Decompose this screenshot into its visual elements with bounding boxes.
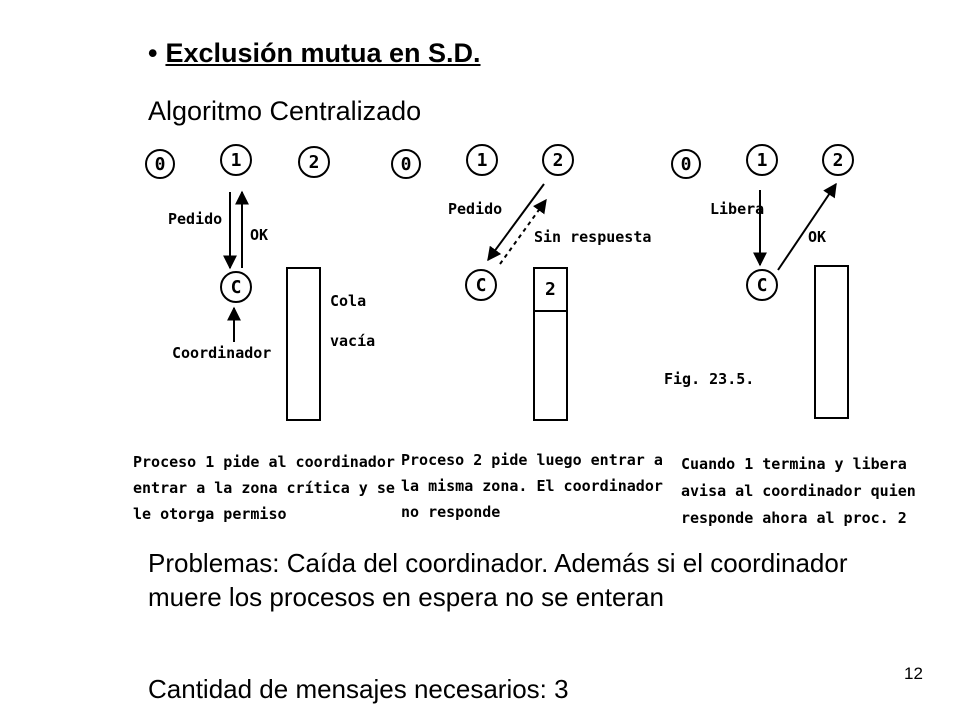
panel-3-caption-line-2: avisa al coordinador quien — [681, 482, 916, 500]
page-number: 12 — [904, 664, 923, 683]
coordinator-node — [465, 269, 497, 301]
no-reply-dashed-arrow — [499, 198, 547, 265]
process-2-node — [822, 144, 854, 176]
coordinator-caption-label: Coordinador — [172, 344, 271, 362]
messages-text: Cantidad de mensajes necesarios: 3 — [148, 674, 569, 704]
process-1-node — [466, 144, 498, 176]
release-label: Libera — [710, 200, 764, 218]
slide-subtitle: Algoritmo Centralizado — [148, 96, 422, 126]
process-2-label: 2 — [309, 152, 320, 173]
process-0-node — [391, 149, 421, 179]
panel-3-caption-line-3: responde ahora al proc. 2 — [681, 509, 907, 527]
queue-label: Cola — [330, 292, 366, 310]
process-1-label: 1 — [757, 150, 768, 171]
process-0-label: 0 — [155, 154, 166, 175]
process-2-node — [298, 146, 330, 178]
request-label: Pedido — [168, 210, 222, 228]
queue-box — [814, 265, 849, 419]
ok-arrow — [777, 182, 837, 271]
coordinator-label: C — [231, 277, 242, 298]
process-0-node — [145, 149, 175, 179]
panel-2-caption-line-1: Proceso 2 pide luego entrar a — [401, 451, 663, 469]
process-0-label: 0 — [401, 154, 412, 175]
process-0-label: 0 — [681, 154, 692, 175]
process-1-node — [220, 144, 252, 176]
title-bullet: • — [148, 38, 158, 68]
panel-2-caption-line-3: no responde — [401, 503, 500, 521]
panel-2-caption-line-2: la misma zona. El coordinador — [401, 477, 663, 495]
coordinator-label: C — [757, 275, 768, 296]
request-arrow — [487, 183, 545, 262]
ok-label: OK — [250, 226, 268, 244]
process-2-label: 2 — [833, 150, 844, 171]
process-2-node — [542, 144, 574, 176]
panel-3-caption-line-1: Cuando 1 termina y libera — [681, 455, 907, 473]
panel-1-caption-line-2: entrar a la zona crítica y se — [133, 479, 395, 497]
process-1-node — [746, 144, 778, 176]
panel-1: 0 1 2 C Pedido OK Coordinador Cola vacía… — [133, 144, 395, 523]
empty-queue-box — [286, 267, 321, 421]
panel-1-caption-line-3: le otorga permiso — [133, 505, 287, 523]
queue-empty-label: vacía — [330, 332, 375, 350]
title-text: Exclusión mutua en S.D. — [165, 38, 481, 68]
process-0-node — [671, 149, 701, 179]
no-reply-label: Sin respuesta — [534, 228, 651, 246]
panel-1-caption-line-1: Proceso 1 pide al coordinador — [133, 453, 395, 471]
queue-item-label: 2 — [545, 279, 556, 300]
ok-label: OK — [808, 228, 826, 246]
figure-label: Fig. 23.5. — [664, 370, 754, 388]
process-2-label: 2 — [553, 150, 564, 171]
coordinator-label: C — [476, 275, 487, 296]
process-1-label: 1 — [477, 150, 488, 171]
problems-text: Problemas: Caída del coordinador. Además… — [148, 548, 848, 612]
panel-2: 0 1 2 C Pedido Sin respuesta 2 Proceso 2… — [391, 144, 663, 521]
coordinator-node — [220, 271, 252, 303]
coordinator-node — [746, 269, 778, 301]
queue-box — [533, 267, 568, 421]
request-label: Pedido — [448, 200, 502, 218]
process-1-label: 1 — [231, 150, 242, 171]
panel-3: 0 1 2 C Libera OK Fig. 23.5. Cuando 1 te… — [664, 144, 916, 527]
slide-title: •Exclusión mutua en S.D. — [148, 38, 481, 69]
